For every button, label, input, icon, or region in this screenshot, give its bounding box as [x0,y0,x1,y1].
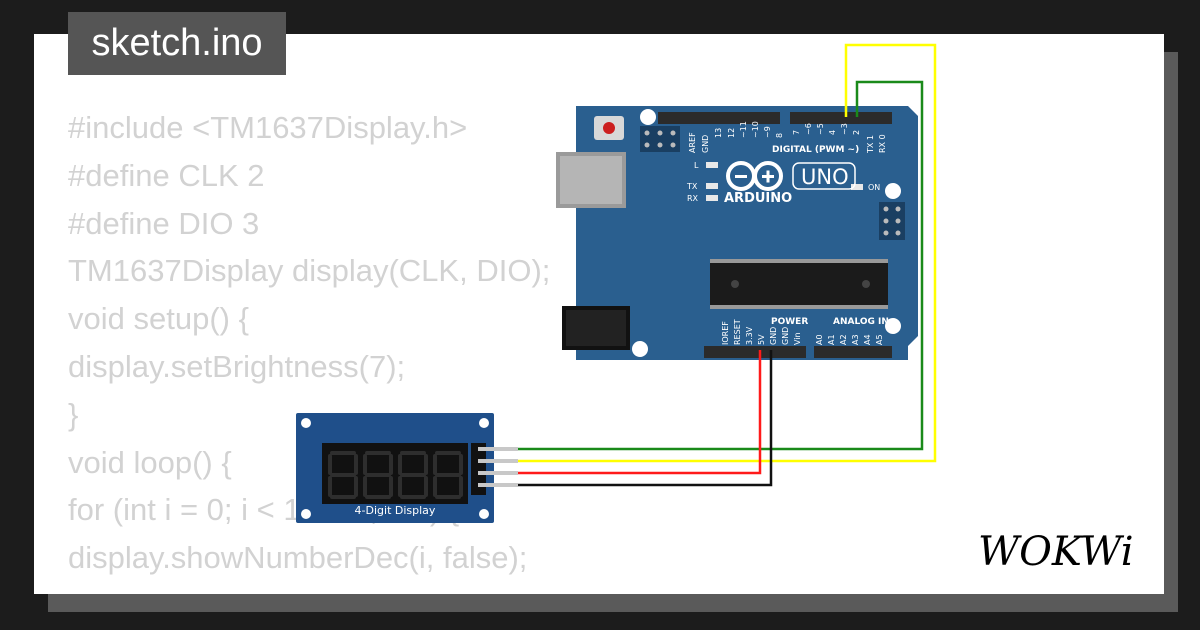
code-line: #define CLK 2 [68,157,265,193]
file-tab[interactable]: sketch.ino [68,12,286,75]
atmega-chip [710,259,888,309]
mounting-hole [885,318,901,334]
pin-label: A3 [851,334,860,345]
pin-label: 13 [714,128,723,138]
power-jack [562,306,630,350]
code-line: TM1637Display display(CLK, DIO); [68,253,551,289]
wire-dio [518,43,937,463]
led-tx-label: TX [686,182,698,191]
wokwi-logo: WOKWi [978,529,1134,575]
pin-label: RESET [733,319,742,345]
digital-pin-header[interactable] [658,112,892,124]
led-l-label: L [694,161,699,170]
code-line: delay(1); [68,582,550,594]
code-editor[interactable]: #include <TM1637Display.h> #define CLK 2 #… [68,104,550,594]
arduino-uno-board[interactable]: AREF GND 13 12 ~11 ~10 ~9 8 7 ~6 ~5 4 ~3… [556,106,918,360]
wire-clk [518,80,924,451]
mounting-hole [479,509,489,519]
arduino-logo [726,161,783,191]
pin-label: ~3 [840,123,849,135]
pin-label: GND [781,327,790,345]
pin-label: A0 [815,334,824,345]
pin-label: GND [701,135,710,153]
wire-gnd [518,350,773,487]
code-line: #include <TM1637Display.h> [68,110,468,145]
module-pins [478,447,518,487]
pin-label: 5V [757,334,766,345]
wire-vcc [518,350,762,475]
pin-label: AREF [688,132,697,153]
pin-label: A4 [863,334,872,345]
power-pin-labels: IOREF RESET 3.3V 5V GND GND Vin A0 A1 A2… [721,319,884,345]
pin-connector [471,443,486,495]
model-frame [792,162,856,190]
led-on-label: ON [868,183,880,192]
code-line: display.setBrightness(7); [68,348,406,384]
pin-label: A5 [875,334,884,345]
tm1637-display-module[interactable]: 4-Digit Display [296,413,518,523]
pin-label: Vin [793,332,802,345]
brand-label: ARDUINO [724,191,792,206]
status-leds: L TX RX ON [686,161,880,203]
digital-header-label: DIGITAL (PWM ~) [772,145,859,155]
icsp-header-top [640,126,680,152]
mounting-hole [301,418,311,428]
analog-header-label: ANALOG IN [833,317,889,327]
icsp-header-right [879,202,905,240]
pin-label: 2 [852,130,861,135]
pin-label: IOREF [721,321,730,345]
code-line: void loop() { [68,444,232,480]
pin-label: ~5 [816,123,825,135]
pin-label: 7 [792,130,801,135]
led-rx-label: RX [687,194,699,203]
code-line: void setup() { [68,301,249,337]
digital-pin-labels: AREF GND 13 12 ~11 ~10 ~9 8 7 ~6 ~5 4 ~3… [688,121,887,154]
power-pin-header[interactable] [704,346,892,358]
pin-label: 12 [727,128,736,138]
pin-label: ~10 [751,121,760,138]
pin-label: 8 [775,133,784,138]
mounting-hole [632,341,648,357]
pin-label: ~9 [763,126,772,138]
digit-segments [328,451,463,499]
pin-label: 3.3V [745,326,754,345]
code-line: #define DIO 3 [68,205,260,241]
code-line: } [68,396,79,432]
pin-label: GND [769,327,778,345]
mounting-hole [479,418,489,428]
pin-label: RX 0 [878,134,887,153]
pin-label: A2 [839,334,848,345]
power-header-label: POWER [771,317,808,327]
pin-label: TX 1 [866,135,875,154]
module-caption: 4-Digit Display [355,504,436,517]
pin-label: 4 [828,130,837,135]
mounting-hole [640,109,656,125]
usb-connector [556,152,626,208]
pin-label: ~11 [739,121,748,138]
model-label: UNO [801,165,849,189]
code-line: display.showNumberDec(i, false); [68,540,528,576]
pin-label: ~6 [804,123,813,135]
pin-label: A1 [827,334,836,345]
mounting-hole [885,183,901,199]
reset-button[interactable] [594,116,624,140]
mounting-hole [301,509,311,519]
wires [518,43,937,487]
